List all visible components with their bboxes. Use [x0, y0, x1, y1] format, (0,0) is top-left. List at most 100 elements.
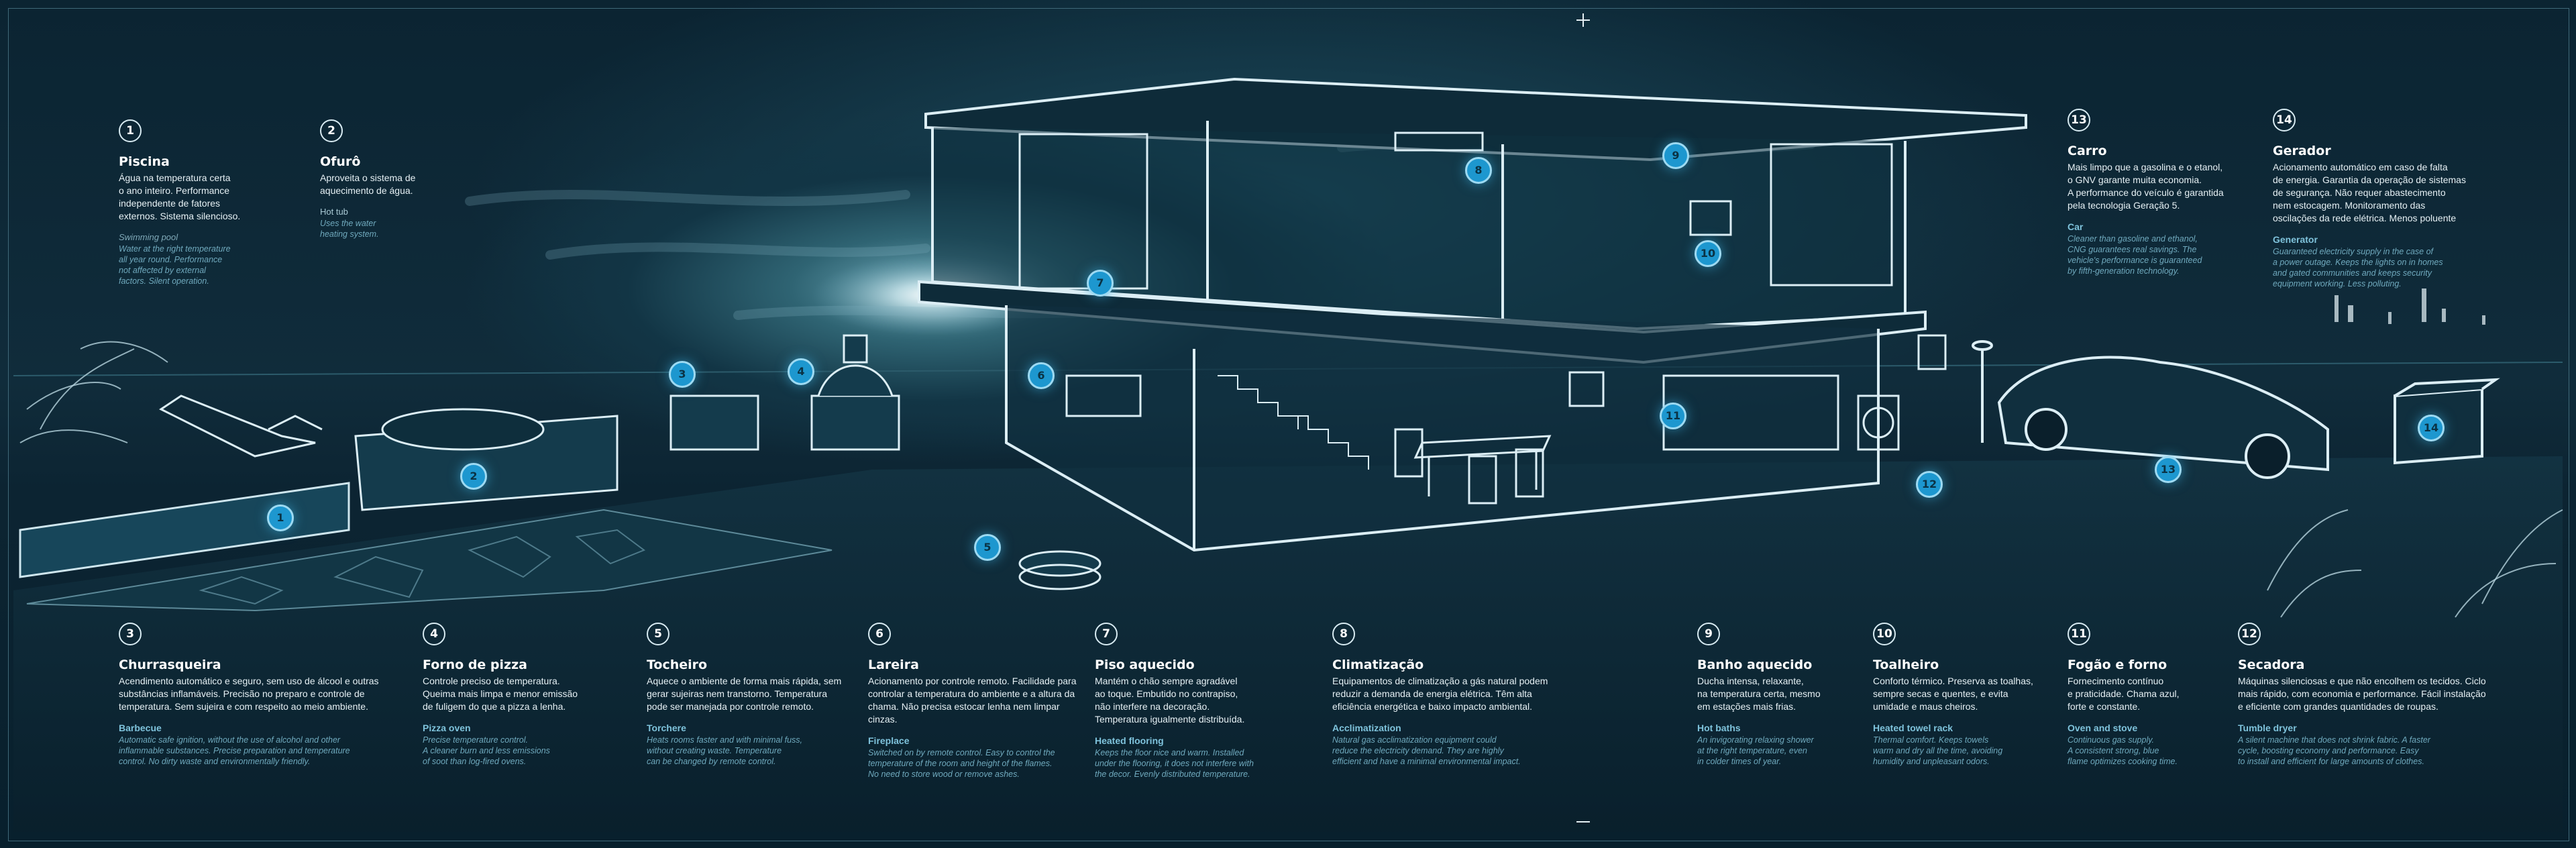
- callout-text-en: An invigorating relaxing shower at the r…: [1697, 735, 1814, 766]
- callout-forno-pizza: 4 Forno de pizza Controle preciso de tem…: [423, 623, 624, 767]
- callout-gerador: 14 Gerador Acionamento automático em cas…: [2273, 109, 2501, 289]
- callout-text-en: Guaranteed electricity supply in the cas…: [2273, 247, 2443, 288]
- callout-title-en: Tumble dryer: [2238, 723, 2297, 733]
- callout-title: Ofurô: [320, 154, 361, 169]
- callout-number: 7: [1095, 623, 1118, 645]
- callout-number: 3: [119, 623, 142, 645]
- callout-text-pt: Acionamento por controle remoto. Facilid…: [868, 676, 1077, 725]
- callout-text-pt: Mantém o chão sempre agradável ao toque.…: [1095, 676, 1245, 725]
- callout-text-pt: Aproveita o sistema de aquecimento de ág…: [320, 172, 416, 196]
- callout-climatizacao: 8 Climatização Equipamentos de climatiza…: [1332, 623, 1560, 767]
- callout-title: Piscina: [119, 154, 170, 169]
- callout-text-en: Uses the water heating system.: [320, 219, 379, 239]
- callout-text-en: Natural gas acclimatization equipment co…: [1332, 735, 1521, 766]
- callout-title: Forno de pizza: [423, 657, 527, 672]
- callout-title: Churrasqueira: [119, 657, 221, 672]
- callout-text-pt: Controle preciso de temperatura. Queima …: [423, 676, 578, 712]
- callout-number: 1: [119, 119, 142, 142]
- callout-text-en: Keeps the floor nice and warm. Installed…: [1095, 748, 1254, 779]
- marker-2[interactable]: 2: [460, 463, 487, 490]
- callout-lareira: 6 Lareira Acionamento por controle remot…: [868, 623, 1089, 780]
- callout-carro: 13 Carro Mais limpo que a gasolina e o e…: [2068, 109, 2269, 276]
- callout-title-en: Barbecue: [119, 723, 162, 733]
- marker-9[interactable]: 9: [1662, 142, 1689, 169]
- callout-piso-aquecido: 7 Piso aquecido Mantém o chão sempre agr…: [1095, 623, 1296, 780]
- callout-title: Carro: [2068, 144, 2107, 158]
- callout-title: Tocheiro: [647, 657, 708, 672]
- callout-number: 5: [647, 623, 669, 645]
- callout-text-pt: Fornecimento contínuo e praticidade. Cha…: [2068, 676, 2180, 712]
- marker-4[interactable]: 4: [788, 358, 814, 385]
- marker-7[interactable]: 7: [1087, 270, 1114, 297]
- callout-title-en: Acclimatization: [1332, 723, 1401, 733]
- callout-text-pt: Conforto térmico. Preserva as toalhas, s…: [1873, 676, 2033, 712]
- callout-text-en: Thermal comfort. Keeps towels warm and d…: [1873, 735, 2003, 766]
- callout-tocheiro: 5 Tocheiro Aquece o ambiente de forma ma…: [647, 623, 855, 767]
- callout-title-en: Pizza oven: [423, 723, 471, 733]
- callout-secadora: 12 Secadora Máquinas silenciosas e que n…: [2238, 623, 2493, 767]
- callout-title-en: Fireplace: [868, 735, 910, 746]
- callout-text-en: Heats rooms faster and with minimal fuss…: [647, 735, 803, 766]
- callout-piscina: 1 Piscina Água na temperatura certa o an…: [119, 119, 280, 286]
- callout-title-en: Heated flooring: [1095, 735, 1164, 746]
- callout-ofuro: 2 Ofurô Aproveita o sistema de aquecimen…: [320, 119, 454, 240]
- callout-title: Secadora: [2238, 657, 2305, 672]
- callout-title: Lareira: [868, 657, 919, 672]
- callout-title-en: Generator: [2273, 234, 2318, 245]
- marker-12[interactable]: 12: [1916, 471, 1943, 498]
- callout-title-en: Hot tub: [320, 207, 348, 217]
- callout-title: Toalheiro: [1873, 657, 1939, 672]
- marker-5[interactable]: 5: [974, 534, 1001, 561]
- callout-title-en: Swimming pool: [119, 232, 178, 242]
- marker-8[interactable]: 8: [1465, 157, 1492, 184]
- marker-14[interactable]: 14: [2418, 415, 2445, 441]
- callout-text-en: Continuous gas supply. A consistent stro…: [2068, 735, 2178, 766]
- callout-text-pt: Água na temperatura certa o ano inteiro.…: [119, 172, 241, 221]
- callout-number: 6: [868, 623, 891, 645]
- callout-number: 11: [2068, 623, 2090, 645]
- marker-6[interactable]: 6: [1028, 362, 1055, 389]
- marker-13[interactable]: 13: [2155, 456, 2182, 483]
- callout-fogao-forno: 11 Fogão e forno Fornecimento contínuo e…: [2068, 623, 2222, 767]
- marker-3[interactable]: 3: [669, 361, 696, 388]
- callout-text-pt: Ducha intensa, relaxante, na temperatura…: [1697, 676, 1821, 712]
- callout-text-pt: Mais limpo que a gasolina e o etanol, o …: [2068, 162, 2224, 211]
- callout-number: 2: [320, 119, 343, 142]
- callout-number: 9: [1697, 623, 1720, 645]
- callout-number: 14: [2273, 109, 2296, 131]
- callout-title-en: Oven and stove: [2068, 723, 2138, 733]
- callout-text-en: Cleaner than gasoline and ethanol, CNG g…: [2068, 234, 2202, 276]
- callout-text-en: Water at the right temperature all year …: [119, 244, 231, 286]
- callout-title: Climatização: [1332, 657, 1424, 672]
- callout-text-en: Switched on by remote control. Easy to c…: [868, 748, 1055, 779]
- callout-title: Banho aquecido: [1697, 657, 1813, 672]
- callout-text-en: A silent machine that does not shrink fa…: [2238, 735, 2430, 766]
- callout-number: 8: [1332, 623, 1355, 645]
- callout-toalheiro: 10 Toalheiro Conforto térmico. Preserva …: [1873, 623, 2047, 767]
- callout-text-pt: Equipamentos de climatização a gás natur…: [1332, 676, 1548, 712]
- callout-text-pt: Aquece o ambiente de forma mais rápida, …: [647, 676, 842, 712]
- callout-number: 12: [2238, 623, 2261, 645]
- callout-text-pt: Acionamento automático em caso de falta …: [2273, 162, 2466, 223]
- callout-title: Fogão e forno: [2068, 657, 2167, 672]
- callout-text-en: Precise temperature control. A cleaner b…: [423, 735, 550, 766]
- marker-1[interactable]: 1: [267, 505, 294, 531]
- callout-title-en: Car: [2068, 221, 2084, 232]
- marker-11[interactable]: 11: [1660, 403, 1686, 429]
- callout-text-pt: Acendimento automático e seguro, sem uso…: [119, 676, 379, 712]
- callout-text-en: Automatic safe ignition, without the use…: [119, 735, 350, 766]
- callout-title-en: Torchere: [647, 723, 686, 733]
- callout-title: Gerador: [2273, 144, 2331, 158]
- callout-number: 4: [423, 623, 445, 645]
- callout-churrasqueira: 3 Churrasqueira Acendimento automático e…: [119, 623, 400, 767]
- callout-number: 13: [2068, 109, 2090, 131]
- callout-title-en: Hot baths: [1697, 723, 1741, 733]
- callout-title-en: Heated towel rack: [1873, 723, 1953, 733]
- callout-number: 10: [1873, 623, 1896, 645]
- callout-banho-aquecido: 9 Banho aquecido Ducha intensa, relaxant…: [1697, 623, 1858, 767]
- callout-text-pt: Máquinas silenciosas e que não encolhem …: [2238, 676, 2486, 712]
- marker-10[interactable]: 10: [1695, 240, 1721, 267]
- callout-title: Piso aquecido: [1095, 657, 1195, 672]
